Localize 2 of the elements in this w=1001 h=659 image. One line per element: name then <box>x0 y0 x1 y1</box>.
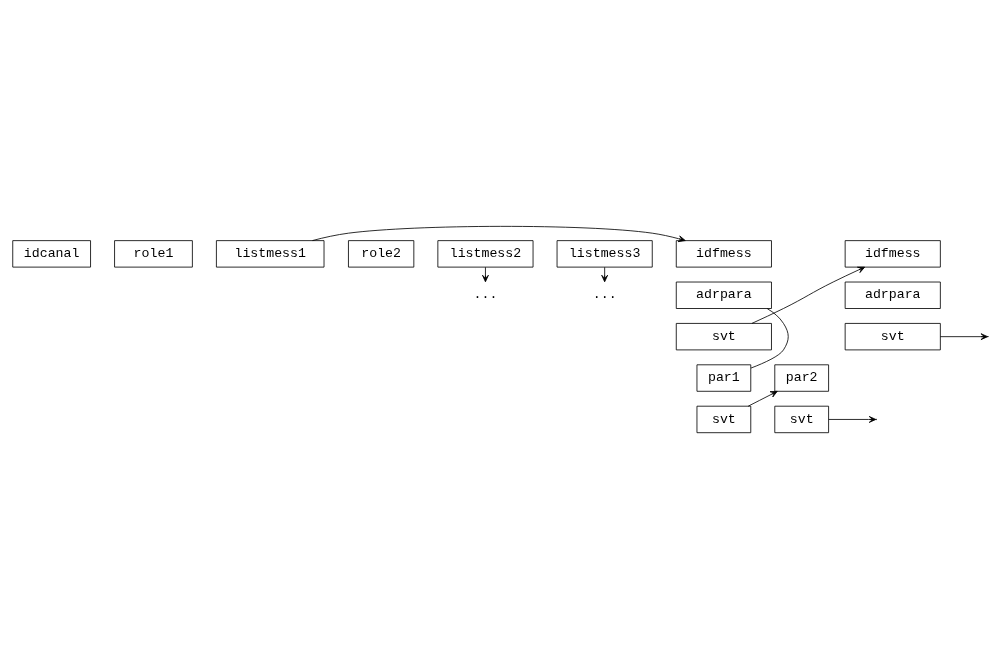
node-text: ... <box>592 287 617 303</box>
node-text: ... <box>473 287 498 303</box>
